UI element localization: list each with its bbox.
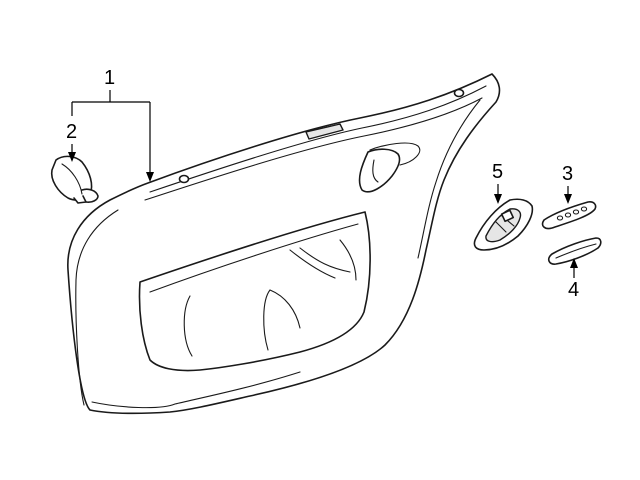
callout-5: 5	[492, 161, 503, 204]
callout-4-label: 4	[568, 279, 579, 301]
retainer-clip	[50, 155, 99, 204]
callout-2-label: 2	[66, 121, 77, 143]
pull-insert	[547, 237, 602, 265]
trim-plug	[541, 201, 597, 230]
callout-2: 2	[66, 121, 77, 162]
callout-3: 3	[562, 163, 573, 204]
callout-5-label: 5	[492, 161, 503, 183]
latch-bezel	[473, 198, 534, 251]
callout-3-label: 3	[562, 163, 573, 185]
callout-4: 4	[568, 258, 579, 301]
trim-panel	[67, 73, 501, 415]
callout-1-label: 1	[104, 67, 115, 89]
callout-1: 1	[71, 67, 154, 182]
